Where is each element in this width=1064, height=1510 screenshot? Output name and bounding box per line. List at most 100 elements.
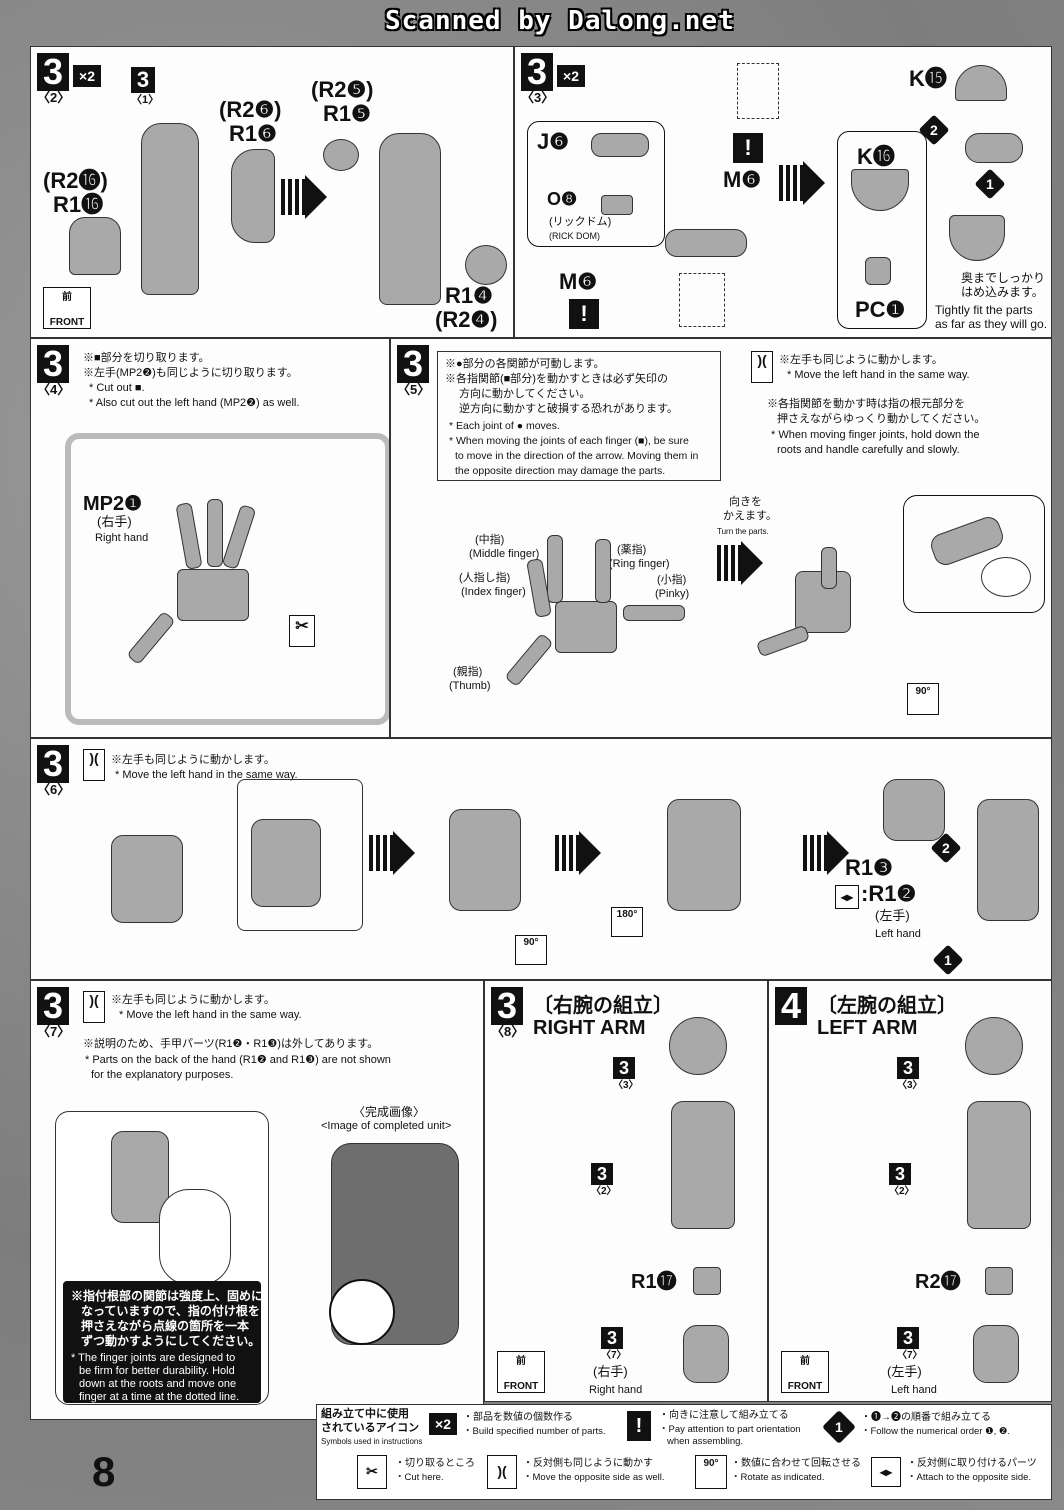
panel-step-3-2: 3 〈2〉 ×2 3 〈1〉 (R2⓰) R1⓰ (R2❻) R1❻ (R2❺)… (30, 46, 514, 338)
legend-x2-en: ・Build specified number of parts. (463, 1426, 606, 1437)
step-arrow-1 (393, 831, 415, 875)
joint-j6 (591, 133, 649, 157)
label-r1-2: :R1❷ (861, 881, 917, 906)
legend-att-en: ・Attach to the opposite side. (907, 1472, 1032, 1483)
note-joint-jp: ※●部分の各関節が可動します。 (445, 358, 605, 370)
finger-turned-1 (821, 547, 837, 589)
root-jp-1: ※各指関節を動かす時は指の根元部分を (767, 398, 965, 410)
label-r1-3: R1❸ (845, 855, 893, 880)
tight-en-1: Tightly fit the parts (935, 303, 1033, 317)
thumb-illustration (159, 1189, 231, 1285)
upper-arm-assembled (379, 133, 441, 305)
index-en: (Index finger) (461, 586, 526, 598)
completed-jp: 〈完成画像〉 (353, 1105, 426, 1119)
tight-jp-2: はめ込みます。 (961, 285, 1044, 299)
thumb-finger-illustration (981, 557, 1031, 597)
label-r1-6: R1❻ (229, 121, 277, 146)
step-badge: 3 〈2〉 (37, 51, 71, 105)
panel-step-3-3: 3 〈3〉 ×2 J❻ O❽ (リックドム) (RICK DOM) ! M❻ M… (514, 46, 1052, 338)
runner-frame (65, 433, 389, 725)
label-pcj: PC❶ (855, 297, 906, 322)
legend-rot-jp: ・数値に合わせて回転させる (731, 1458, 861, 1469)
step-badge: 3 〈8〉 (491, 985, 525, 1039)
dashed-detail-top (737, 63, 779, 119)
tight-en-2: as far as they will go. (935, 317, 1048, 331)
legend-opposite-icon: )( (487, 1455, 517, 1489)
note-joint-en: * Each joint of ● moves. (449, 420, 560, 432)
front-icon: 前 FRONT (497, 1351, 545, 1393)
joint-cap-part-2 (465, 245, 507, 285)
order-1-icon: 1 (932, 944, 964, 976)
panel-step-3-4: 3 〈4〉 ※■部分を切り取ります。 ※左手(MP2❷)も同じように切り取ります… (30, 338, 390, 738)
step-arrow (741, 541, 763, 585)
warn-en-3: down at the roots and move one (79, 1378, 237, 1390)
note-left-jp: ※左手(MP2❷)も同じように切り取ります。 (83, 367, 298, 379)
hand-held (111, 1131, 169, 1223)
x2-icon: ×2 (557, 65, 585, 87)
step-arrow-bars-2 (555, 835, 579, 871)
step-arrow-bars (717, 545, 741, 581)
warn-jp-4: ずつ動かすようにしてください。 (81, 1334, 261, 1348)
legend-excl-jp: ・向きに注意して組み立てる (659, 1410, 789, 1421)
opposite-side-icon: )( (83, 991, 105, 1023)
opposite-side-icon: )( (751, 351, 773, 383)
middle-en: (Middle finger) (469, 548, 540, 560)
dashed-detail-bottom (679, 273, 725, 327)
note-finger-jp-3: 逆方向に動かすと破損する恐れがあります。 (459, 403, 678, 415)
ring-jp: (薬指) (617, 544, 647, 556)
label-k15: K⓯ (909, 66, 947, 91)
label-r1-16: R1⓰ (53, 192, 104, 217)
upper-arm-part (967, 1101, 1031, 1229)
left-jp: (左手) (875, 908, 910, 923)
warning-box (63, 1281, 261, 1403)
legend-x2-icon: ×2 (429, 1413, 457, 1435)
section-title-jp: 〔左腕の組立〕 (817, 995, 957, 1017)
note-cut-jp: ※■部分を切り取ります。 (83, 352, 210, 364)
panel-left-arm: 4 〔左腕の組立〕 LEFT ARM 3 〈3〉 3 〈2〉 R2⓱ 3 〈7〉… (768, 980, 1052, 1402)
warn-jp-3: 押さえながら点線の箇所を一本 (81, 1319, 250, 1333)
legend-order-en: ・Follow the numerical order ❶, ❷. (861, 1426, 1011, 1437)
rotate-180-icon: 180° (611, 907, 643, 937)
ref-3-7: 3 〈7〉 (601, 1327, 627, 1361)
panel-right-arm: 3 〈8〉 〔右腕の組立〕 RIGHT ARM 3 〈3〉 3 〈2〉 R1⓱ … (484, 980, 768, 1402)
hand-pose-3 (449, 809, 521, 911)
label-j6: J❻ (537, 129, 569, 154)
legend-cut-icon: ✂ (357, 1455, 387, 1489)
note-finger-en-2: to move in the direction of the arrow. M… (455, 450, 699, 462)
legend-att-jp: ・反対側に取り付けるパーツ (907, 1458, 1037, 1469)
mp-jp: (右手) (97, 514, 132, 529)
label-r1-4: R1❹ (445, 283, 493, 308)
step-badge: 3 〈5〉 (397, 343, 431, 397)
x2-icon: ×2 (73, 65, 101, 87)
note-parts-en-2: for the explanatory purposes. (91, 1069, 234, 1081)
label-r2-16: (R2⓰) (43, 168, 108, 193)
note-cut-en: * Cut out ■. (89, 382, 145, 394)
legend-header: 組み立て中に使用 されているアイコン Symbols used in instr… (321, 1408, 423, 1446)
hand-en: Right hand (589, 1384, 643, 1396)
rotate-90-icon: 90° (907, 683, 939, 715)
panel-step-3-5: 3 〈5〉 ※●部分の各関節が可動します。 ※各指関節(■部分)を動かすときは必… (390, 338, 1052, 738)
legend-rotate-icon: 90° (695, 1455, 727, 1489)
legend-order-jp: ・❶→❷の順番で組み立てる (861, 1412, 991, 1423)
ref-3-2: 3 〈2〉 (591, 1163, 617, 1197)
label-r2-6: (R2❻) (219, 97, 282, 122)
legend-caution-icon: ! (627, 1411, 651, 1441)
detail-callout (903, 495, 1045, 613)
note-finger-en-1: * When moving the joints of each finger … (449, 435, 689, 447)
label-r2-4: (R2❹) (435, 307, 498, 332)
part-o8 (601, 195, 633, 215)
hand-jp: (左手) (887, 1364, 922, 1379)
attach-opposite-icon: ◂▸ (835, 885, 859, 909)
ring-en: (Ring finger) (609, 558, 670, 570)
turn-en: Turn the parts. (717, 527, 769, 536)
legend-opp-jp: ・反対側も同じように動かす (523, 1458, 653, 1469)
rick-jp: (リックドム) (549, 216, 612, 228)
label-k16: K⓰ (857, 144, 895, 169)
left-hand-jp: ※左手も同じように動かします。 (779, 354, 943, 366)
completed-en: <Image of completed unit> (321, 1120, 452, 1132)
root-en-2: roots and handle carefully and slowly. (777, 444, 960, 456)
thumb-jp: (親指) (453, 666, 483, 678)
hand-unit (973, 1325, 1019, 1383)
hand-en: Left hand (891, 1384, 937, 1396)
ball-joint (965, 133, 1023, 163)
